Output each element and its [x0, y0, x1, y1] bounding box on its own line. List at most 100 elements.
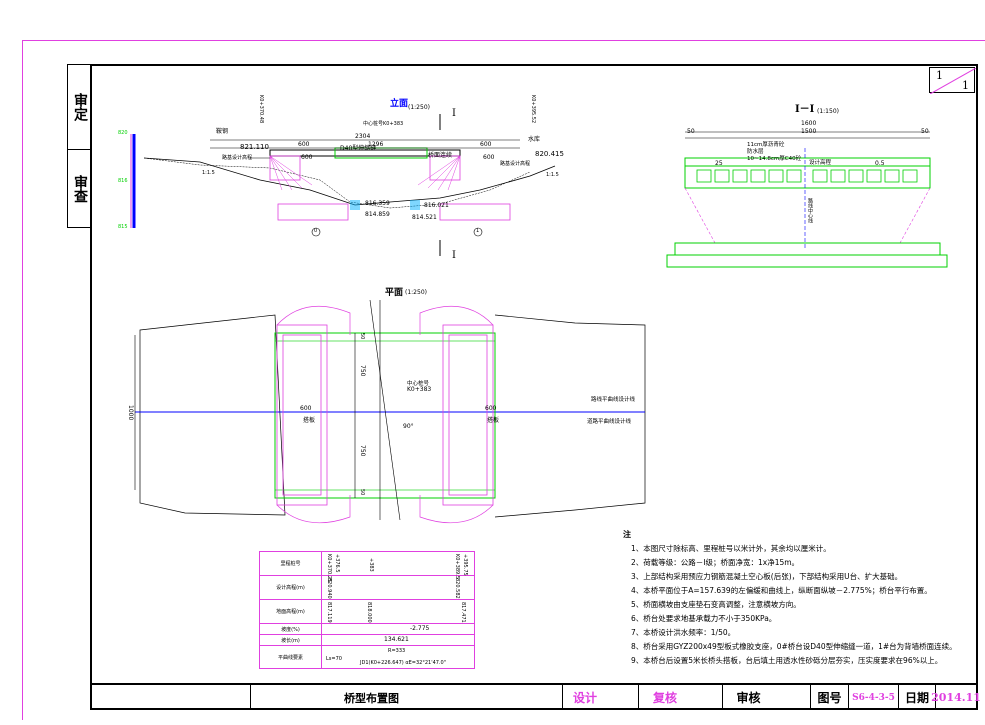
elevation-scale: (1:250): [408, 104, 430, 111]
table-row: 地面高程(m): [260, 600, 474, 624]
section-mark-bottom: I: [452, 250, 456, 261]
plan-w50-top: 50: [359, 333, 365, 340]
section-deck: 1500: [801, 128, 817, 135]
note-item: 4、本桥平面位于A=157.639的左偏缓和曲线上，纵断面纵坡－2.775%；桥…: [631, 586, 932, 595]
pier-0: 0: [314, 228, 318, 234]
notes-heading: 注: [623, 530, 631, 539]
pavement-1: 11cm厚沥青砼: [747, 142, 785, 148]
plan-drawing: [134, 299, 646, 524]
note-item: 6、桥台处要求地基承载力不小于350KPa。: [631, 614, 777, 623]
ruler-mid: 816: [118, 178, 128, 184]
table-row: 坡度(%): [260, 624, 474, 635]
deck-continuity: 桥面连续: [428, 152, 453, 159]
left-side-span-2: 600: [301, 154, 313, 161]
note-item: 2、荷载等级：公路－Ⅰ级；桥面净宽：1x净15m。: [631, 558, 800, 567]
design-label: 设计: [562, 685, 607, 710]
ground-elev-3: 817.471: [460, 602, 466, 623]
section-mark-top: I: [452, 108, 456, 119]
plan-span-left: 600: [300, 405, 312, 412]
note-item: 8、桥台采用GYZ200x49型板式橡胶支座，0#桥台设D40型伸缩缝一道，1#…: [631, 642, 957, 651]
plan-road-design: 道路平曲线设计线: [587, 419, 632, 425]
ground-elev-1: 817.119: [326, 602, 332, 623]
section-curb-right: 50: [921, 128, 929, 135]
table-row: 设计高程(m): [260, 576, 474, 600]
curve-ls: Ls=70: [326, 656, 342, 662]
drawing-frame: [90, 64, 978, 710]
plan-center: 中心桩号: [407, 381, 430, 387]
sheet-number-box: 1 1: [929, 67, 976, 94]
note-item: 3、上部结构采用预应力钢筋混凝土空心板(后张)，下部结构采用U台、扩大基础。: [631, 572, 903, 581]
pavement-2: 防水层: [747, 149, 764, 155]
title-block: 桥型布置图 设计 复核 审核 图号 S6-4-3-5 日期 2014.11: [90, 683, 981, 710]
review-strip: 审定 审查: [67, 64, 91, 228]
plan-scale: (1:250): [405, 289, 427, 296]
left-slope: 1:1.5: [202, 170, 215, 176]
plan-w750-top: 750: [359, 365, 366, 377]
date-value: 2014.11: [931, 685, 981, 710]
stake-1b: +376.5: [334, 554, 340, 573]
outer-frame: [22, 40, 985, 720]
section-curb-left: 50: [687, 128, 695, 135]
pier-1: 1: [476, 228, 480, 234]
note-item: 5、桥面横坡由支座垫石变高调整，注意横坡方向。: [631, 600, 801, 609]
row-header: 平曲线要素: [260, 646, 322, 668]
section-slope: 0.5: [875, 160, 885, 167]
design-elev-1: 820.940: [326, 578, 332, 599]
stake-3b: +395.75: [462, 554, 468, 576]
section-title: I－I: [795, 104, 815, 115]
joint-label: D40型伸缩缝: [340, 145, 377, 152]
stake-3: K0+389.5: [454, 554, 460, 579]
drawing-no: S6-4-3-5: [848, 685, 898, 710]
plan-board-left: 搭板: [303, 417, 316, 424]
ruler-top: 820: [118, 130, 128, 136]
ground-elev-2: 818.000: [366, 602, 372, 623]
design-elev-2: 820.582: [454, 578, 460, 599]
elevation-a: 816.359: [365, 200, 390, 207]
stake-1: K0+370.25: [326, 554, 332, 583]
notes: 注 1、本图尺寸除标高、里程桩号以米计外，其余均以厘米计。 2、荷载等级：公路－…: [621, 529, 976, 669]
audit-label: 审核: [722, 685, 774, 710]
plan-span-right: 600: [485, 405, 497, 412]
plan-center-stake: K0+383: [407, 386, 432, 393]
section-dim-25: 25: [715, 160, 723, 167]
elevation-b: 814.859: [365, 211, 390, 218]
section-design-label: 设计高程: [809, 160, 832, 166]
right-stake: K0+395.52: [530, 95, 536, 124]
section-center-note: 路线中心线: [807, 198, 813, 223]
note-item: 7、本桥设计洪水频率：1/50。: [631, 628, 736, 637]
row-header: 里程桩号: [260, 552, 322, 575]
ruler-bottom: 815: [118, 224, 128, 230]
right-side-span: 600: [480, 141, 492, 148]
drawing-name: 桥型布置图: [250, 685, 492, 710]
left-direction: 鞍钢: [216, 128, 229, 135]
left-elevation: 821.110: [240, 143, 269, 151]
right-slope: 1:1.5: [546, 172, 559, 178]
row-header: 地面高程(m): [260, 600, 322, 623]
cross-section-drawing: [666, 131, 948, 268]
review-label: 审查: [72, 175, 88, 203]
section-total: 1600: [801, 120, 817, 127]
right-grade-label: 路基设计高程: [500, 161, 531, 167]
elevation-d: 814.521: [412, 214, 437, 221]
table-row: 平曲线要素: [260, 646, 474, 668]
right-elevation: 820.415: [535, 150, 564, 158]
plan-board-right: 搭板: [487, 417, 500, 424]
left-side-span: 600: [298, 141, 310, 148]
curve-radius: R=333: [388, 648, 406, 654]
elevation-drawing: [130, 114, 556, 256]
section-scale: (1:150): [817, 108, 839, 115]
date-label: 日期: [898, 685, 935, 710]
profile-table: 里程桩号 设计高程(m) 地面高程(m) 坡度(%) 坡长(m) 平曲线要素 K…: [259, 551, 475, 669]
note-item: 1、本图尺寸除标高、里程桩号以米计外，其余均以厘米计。: [631, 544, 831, 553]
note-item: 9、本桥台后设置5米长桥头搭板，台后填土用透水性砂砾分层夯实，压实度要求在96%…: [631, 656, 943, 665]
sheet-current: 1: [936, 69, 943, 82]
grade-value: -2.775: [410, 625, 430, 632]
left-stake: K0+370.48: [258, 95, 264, 124]
right-direction: 水库: [528, 136, 541, 143]
elevation-title: 立面: [390, 99, 409, 109]
table-row: 坡长(m): [260, 635, 474, 646]
check-label: 复核: [638, 685, 691, 710]
curve-jd: JD1(K0+226.647) αE=32°21'47.0": [360, 660, 446, 666]
elevation-view: 立面 (1:250) I I 中心桩号K0+383 2304 1296 600 …: [110, 90, 600, 270]
plan-width: 1000: [127, 405, 134, 421]
